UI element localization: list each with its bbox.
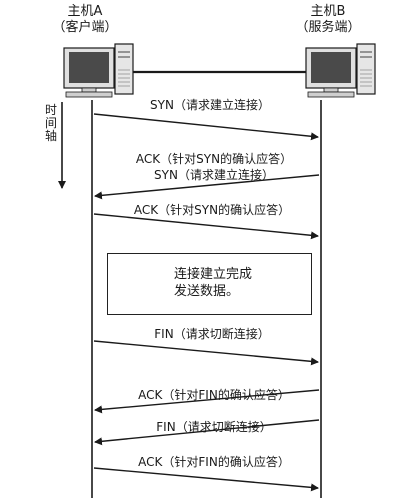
- message-label: ACK（针对SYN的确认应答）: [135, 152, 293, 166]
- host-b-name: 主机B: [310, 4, 346, 19]
- message-arrow-ack-syn: [94, 174, 320, 200]
- host-b-role: （服务端）: [295, 20, 361, 35]
- message-arrow-ack-syn-2: [93, 213, 319, 240]
- status-line-2: 发送数据。: [174, 284, 240, 299]
- message-label: ACK（针对FIN的确认应答）: [138, 388, 290, 402]
- message-arrow-ack-fin: [94, 389, 320, 414]
- message-label: FIN（请求切断连接）: [156, 420, 272, 434]
- time-axis-label: 时 间 轴: [44, 104, 58, 143]
- time-axis-char: 轴: [44, 129, 57, 143]
- message-label: SYN（请求建立连接）: [150, 98, 270, 112]
- status-line-1: 连接建立完成: [174, 267, 253, 282]
- message-label: SYN（请求建立连接）: [154, 168, 274, 182]
- message-label: FIN（请求切断连接）: [154, 327, 270, 341]
- host-b-computer-icon: [305, 43, 376, 98]
- message-label: ACK（针对SYN的确认应答）: [133, 203, 291, 217]
- message-arrow-fin-2: [94, 419, 320, 446]
- host-b-label: 主机B （服务端）: [283, 4, 373, 36]
- host-a-role: （客户端）: [52, 20, 118, 35]
- host-a-computer-icon: [63, 43, 134, 98]
- time-axis-char: 间: [44, 116, 57, 130]
- host-a-name: 主机A: [67, 4, 103, 19]
- message-arrow-ack-fin-2: [93, 467, 319, 492]
- message-arrow-syn: [93, 113, 319, 141]
- time-axis-char: 时: [44, 103, 57, 117]
- message-arrow-fin: [93, 340, 319, 366]
- data-transfer-box: 连接建立完成 发送数据。: [107, 253, 312, 315]
- message-label: ACK（针对FIN的确认应答）: [138, 455, 290, 469]
- host-a-label: 主机A （客户端）: [40, 4, 130, 36]
